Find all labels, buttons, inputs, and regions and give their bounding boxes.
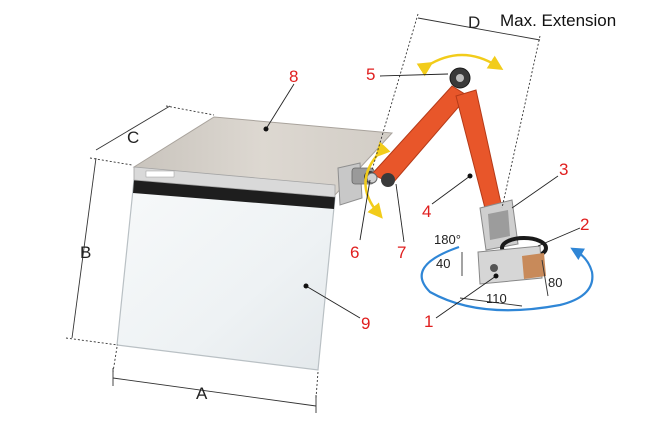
callout-7: 7 bbox=[397, 243, 407, 262]
callout-1: 1 bbox=[424, 312, 434, 331]
dimension-a-label: A bbox=[196, 384, 208, 403]
rotation-arrow-base bbox=[420, 245, 594, 312]
dimension-b-label: B bbox=[80, 243, 92, 262]
callout-3: 3 bbox=[559, 160, 569, 179]
dimension-lines bbox=[65, 13, 549, 413]
callout-6: 6 bbox=[350, 243, 360, 262]
callout-leaders bbox=[265, 73, 581, 319]
callout-9: 9 bbox=[361, 314, 371, 333]
base-clamp bbox=[477, 199, 548, 285]
callout-2: 2 bbox=[580, 215, 590, 234]
base-height-label: 40 bbox=[436, 256, 451, 271]
glass-pane bbox=[116, 179, 336, 371]
top-cover-plate bbox=[132, 116, 394, 198]
callout-5: 5 bbox=[366, 65, 376, 84]
base-depth-label: 80 bbox=[548, 275, 563, 290]
rotation-arrow-top bbox=[416, 53, 504, 77]
dimension-c-label: C bbox=[127, 128, 140, 147]
max-extension-title: Max. Extension bbox=[500, 11, 617, 30]
callout-dots bbox=[263, 126, 499, 289]
cover-clamp bbox=[337, 162, 376, 206]
base-width-label: 110 bbox=[486, 291, 507, 306]
callout-8: 8 bbox=[289, 67, 299, 86]
dimension-d-label: D bbox=[468, 13, 481, 32]
callout-4: 4 bbox=[422, 202, 432, 221]
label-sticker bbox=[145, 170, 175, 178]
base-angle-label: 180° bbox=[434, 232, 461, 247]
articulated-arm bbox=[366, 67, 503, 213]
